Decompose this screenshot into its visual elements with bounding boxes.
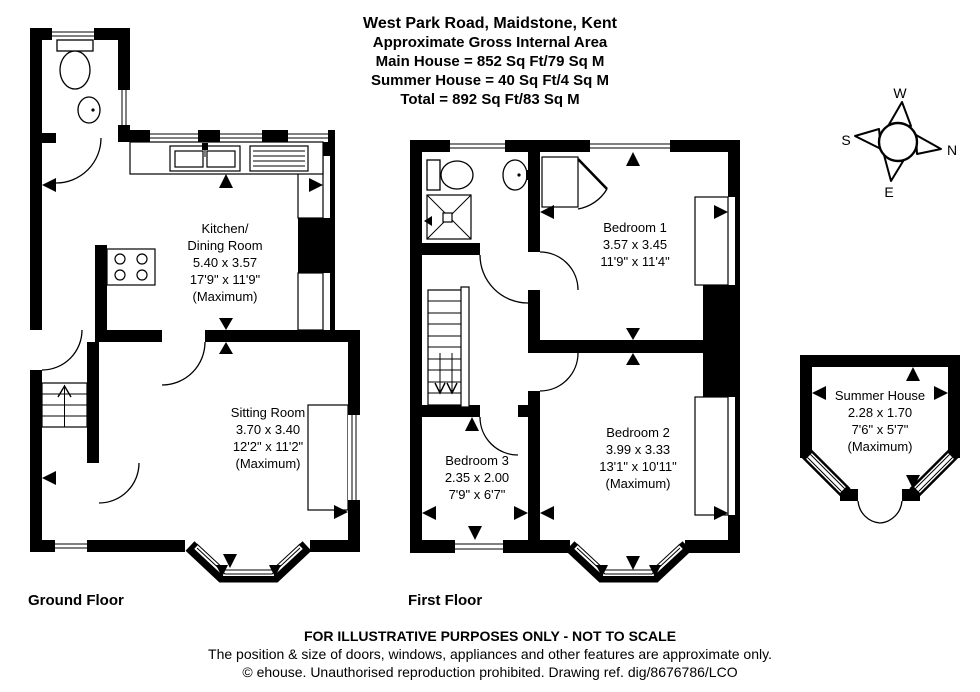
sitting-side-window bbox=[348, 415, 360, 500]
first-floor-label: First Floor bbox=[408, 592, 483, 609]
sitting-metric: 3.70 x 3.40 bbox=[236, 422, 300, 437]
ground-doors bbox=[41, 137, 206, 504]
first-alcove-recesses bbox=[694, 196, 729, 516]
stairs-handrail bbox=[460, 286, 470, 408]
kitchen-metric: 5.40 x 3.57 bbox=[193, 255, 257, 270]
compass-west-label: W bbox=[893, 85, 907, 101]
wc-top-window bbox=[52, 28, 94, 40]
header-subtitle: Approximate Gross Internal Area bbox=[372, 34, 608, 51]
sitting-room-label: Sitting Room 3.70 x 3.40 12'2" x 11'2" (… bbox=[231, 405, 305, 471]
bedroom1-room-label: Bedroom 1 3.57 x 3.45 11'9" x 11'4" bbox=[600, 220, 670, 269]
kitchen-name-line2: Dining Room bbox=[187, 238, 262, 253]
sitting-name: Sitting Room bbox=[231, 405, 305, 420]
ground-bay-window bbox=[185, 541, 312, 583]
bedroom2-metric: 3.99 x 3.33 bbox=[606, 442, 670, 457]
footer-block: FOR ILLUSTRATIVE PURPOSES ONLY - NOT TO … bbox=[0, 627, 980, 681]
wc-side-window bbox=[118, 90, 130, 125]
compass-south-label: S bbox=[841, 132, 850, 148]
bedroom3-metric: 2.35 x 2.00 bbox=[445, 470, 509, 485]
bathroom-door-arc bbox=[479, 254, 529, 304]
ground-floor-plan: Kitchen/ Dining Room 5.40 x 3.57 17'9" x… bbox=[30, 28, 360, 583]
hob-icon bbox=[106, 248, 156, 286]
basin-icon bbox=[77, 96, 101, 124]
compass-east-label: E bbox=[884, 184, 893, 200]
sink-icon bbox=[169, 143, 241, 172]
bedroom2-imperial: 13'1" x 10'11" bbox=[599, 459, 677, 474]
ground-dimension-arrows bbox=[42, 174, 348, 568]
bedroom3-window bbox=[455, 540, 503, 553]
hall-sitting-door-arc bbox=[98, 462, 140, 504]
kitchen-counter bbox=[129, 141, 324, 175]
appliance-icon bbox=[249, 145, 309, 172]
bedroom1-window bbox=[590, 140, 670, 152]
kitchen-room-label: Kitchen/ Dining Room 5.40 x 3.57 17'9" x… bbox=[187, 221, 262, 304]
bedroom3-name: Bedroom 3 bbox=[445, 453, 509, 468]
summer-dimension-arrows bbox=[812, 367, 948, 489]
header-block: West Park Road, Maidstone, Kent Approxim… bbox=[0, 14, 980, 109]
summer-note: (Maximum) bbox=[848, 439, 913, 454]
bedroom2-room-label: Bedroom 2 3.99 x 3.33 13'1" x 10'11" (Ma… bbox=[599, 425, 677, 491]
ground-windows bbox=[52, 28, 360, 552]
summer-room-label: Summer House 2.28 x 1.70 7'6" x 5'7" (Ma… bbox=[835, 388, 925, 454]
summer-corner-window-left bbox=[801, 448, 851, 498]
kitchen-window-2 bbox=[220, 130, 262, 142]
compass-north-label: N bbox=[947, 142, 957, 158]
bedroom1-imperial: 11'9" x 11'4" bbox=[600, 254, 670, 269]
kitchen-note: (Maximum) bbox=[193, 289, 258, 304]
summer-imperial: 7'6" x 5'7" bbox=[852, 422, 909, 437]
footer-approximate-note: The position & size of doors, windows, a… bbox=[208, 646, 772, 662]
first-doors bbox=[479, 251, 579, 456]
summer-house-plan: Summer House 2.28 x 1.70 7'6" x 5'7" (Ma… bbox=[800, 355, 960, 524]
bedroom1-metric: 3.57 x 3.45 bbox=[603, 237, 667, 252]
sitting-imperial: 12'2" x 11'2" bbox=[233, 439, 304, 454]
kitchen-name-line1: Kitchen/ bbox=[202, 221, 249, 236]
compass-arms bbox=[854, 101, 942, 182]
bedroom1-name: Bedroom 1 bbox=[603, 220, 667, 235]
toilet-icon bbox=[426, 159, 474, 191]
bedroom2-name: Bedroom 2 bbox=[606, 425, 670, 440]
footer-copyright: © ehouse. Unauthorised reproduction proh… bbox=[242, 664, 738, 680]
bedroom3-room-label: Bedroom 3 2.35 x 2.00 7'9" x 6'7" bbox=[445, 453, 509, 502]
header-area-total: Total = 892 Sq Ft/83 Sq M bbox=[400, 91, 580, 108]
sitting-bottom-window bbox=[55, 540, 87, 552]
toilet-icon bbox=[56, 39, 94, 90]
summer-corner-window-right bbox=[909, 448, 959, 498]
kitchen-window-1 bbox=[150, 130, 198, 142]
front-door-arc bbox=[41, 329, 83, 371]
summer-name: Summer House bbox=[835, 388, 925, 403]
bedroom2-note: (Maximum) bbox=[606, 476, 671, 491]
stairs-down-icon bbox=[427, 286, 470, 408]
stairs-up-icon bbox=[41, 382, 88, 428]
compass-rose-icon: W S N E bbox=[841, 85, 957, 200]
kitchen-window-3 bbox=[288, 130, 328, 142]
kitchen-imperial: 17'9" x 11'9" bbox=[190, 272, 261, 287]
summer-walls bbox=[800, 355, 960, 501]
bedroom3-imperial: 7'9" x 6'7" bbox=[449, 487, 506, 502]
summer-metric: 2.28 x 1.70 bbox=[848, 405, 912, 420]
first-floor-plan: Bedroom 1 3.57 x 3.45 11'9" x 11'4" Bedr… bbox=[410, 140, 740, 583]
footer-disclaimer: FOR ILLUSTRATIVE PURPOSES ONLY - NOT TO … bbox=[303, 628, 677, 644]
shower-icon bbox=[426, 194, 472, 240]
bathroom-window bbox=[450, 140, 505, 152]
basin-icon bbox=[502, 159, 531, 191]
first-dimension-arrows bbox=[422, 152, 728, 570]
summer-double-doors bbox=[857, 500, 903, 524]
bedroom1-door-arc bbox=[539, 251, 579, 291]
bedroom2-door-arc bbox=[539, 352, 579, 392]
first-windows bbox=[450, 140, 670, 553]
page-title: West Park Road, Maidstone, Kent bbox=[363, 15, 617, 32]
bedroom3-door-arc bbox=[479, 416, 519, 456]
first-bay-window bbox=[565, 541, 692, 583]
sitting-note: (Maximum) bbox=[236, 456, 301, 471]
kitchen-sitting-door-arc bbox=[161, 341, 206, 386]
ground-floor-label: Ground Floor bbox=[28, 592, 124, 609]
header-area-summer: Summer House = 40 Sq Ft/4 Sq M bbox=[371, 72, 609, 89]
wc-door-arc bbox=[55, 137, 102, 184]
bedroom1-cupboard bbox=[541, 156, 608, 210]
header-area-main: Main House = 852 Sq Ft/79 Sq M bbox=[375, 53, 605, 70]
